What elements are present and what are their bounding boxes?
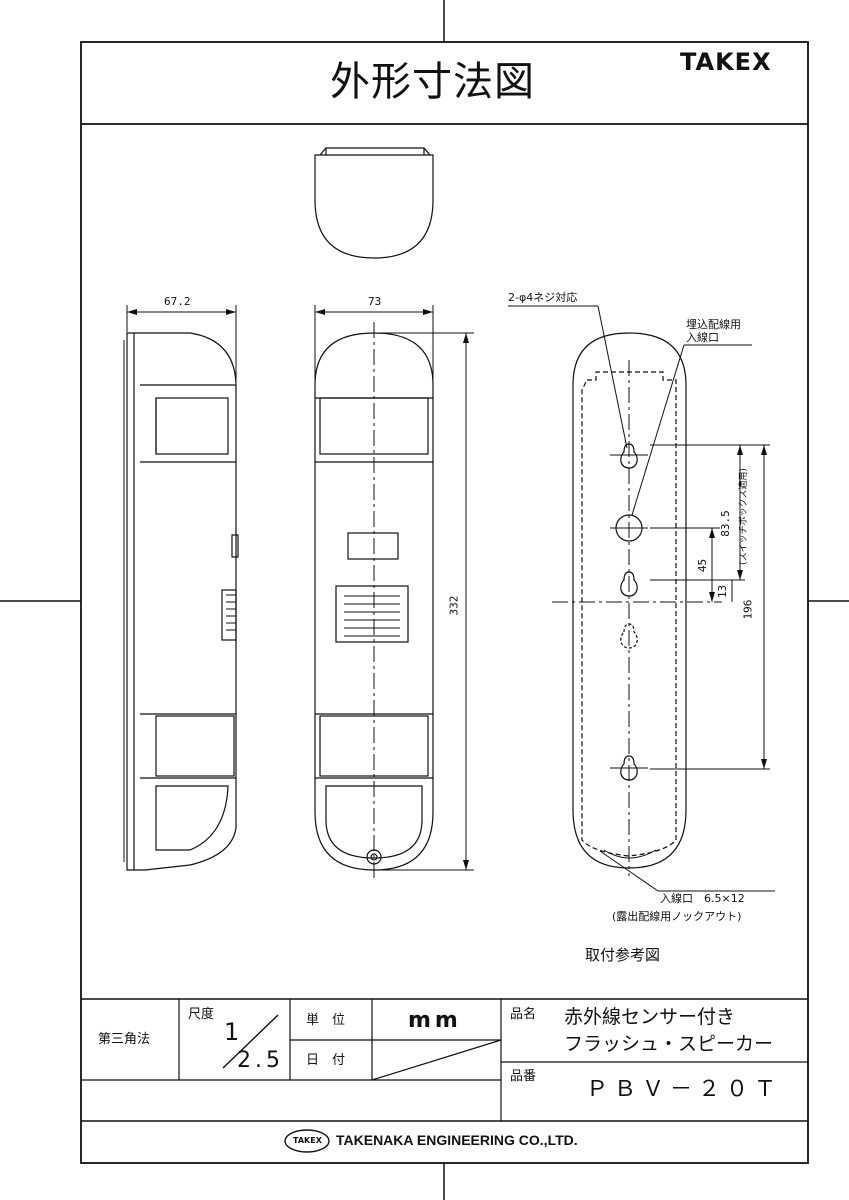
dim-height: 332 <box>447 595 461 616</box>
brand-logo: TAKEX <box>680 48 772 76</box>
knockout-note: (露出配線用ノックアウト) <box>612 910 742 923</box>
page-title: 外形寸法図 <box>330 59 535 105</box>
product-name-label: 品名 <box>510 1007 537 1022</box>
dim-13: 13 <box>716 584 730 599</box>
part-number-label: 品番 <box>510 1069 537 1084</box>
footer-logo: TAKEX <box>293 1136 322 1145</box>
projection-label: 第三角法 <box>98 1032 151 1047</box>
dim-45: 45 <box>696 558 710 573</box>
switch-box-note: (スイッチボックス適用) <box>738 468 749 565</box>
scale-numerator: 1 <box>224 1018 240 1046</box>
embedded-entry-note-1: 埋込配線用 <box>686 318 741 331</box>
dim-side-width: 67.2 <box>164 295 191 308</box>
embedded-entry-note-2: 入線口 <box>686 331 719 344</box>
dim-83-5: 83.5 <box>718 510 732 537</box>
dim-196: 196 <box>741 599 755 620</box>
dim-front-width: 73 <box>368 295 382 308</box>
scale-denominator: 2.5 <box>237 1048 284 1073</box>
scale-label: 尺度 <box>188 1007 215 1022</box>
company-name: TAKENAKA ENGINEERING CO.,LTD. <box>336 1132 578 1148</box>
product-name-line-1: 赤外線センサー付き <box>564 1006 736 1028</box>
part-number: ＰＢＶ－２０Ｔ <box>586 1077 783 1102</box>
screw-hole-note: 2-φ4ネジ対応 <box>508 291 578 304</box>
unit-label: 単 位 <box>306 1013 346 1028</box>
exposed-entry-note: 入線口 6.5×12 <box>660 892 745 905</box>
mounting-caption: 取付参考図 <box>585 946 661 964</box>
date-label: 日 付 <box>306 1053 346 1068</box>
unit-value: mm <box>408 1008 462 1033</box>
product-name-line-2: フラッシュ・スピーカー <box>564 1033 774 1055</box>
